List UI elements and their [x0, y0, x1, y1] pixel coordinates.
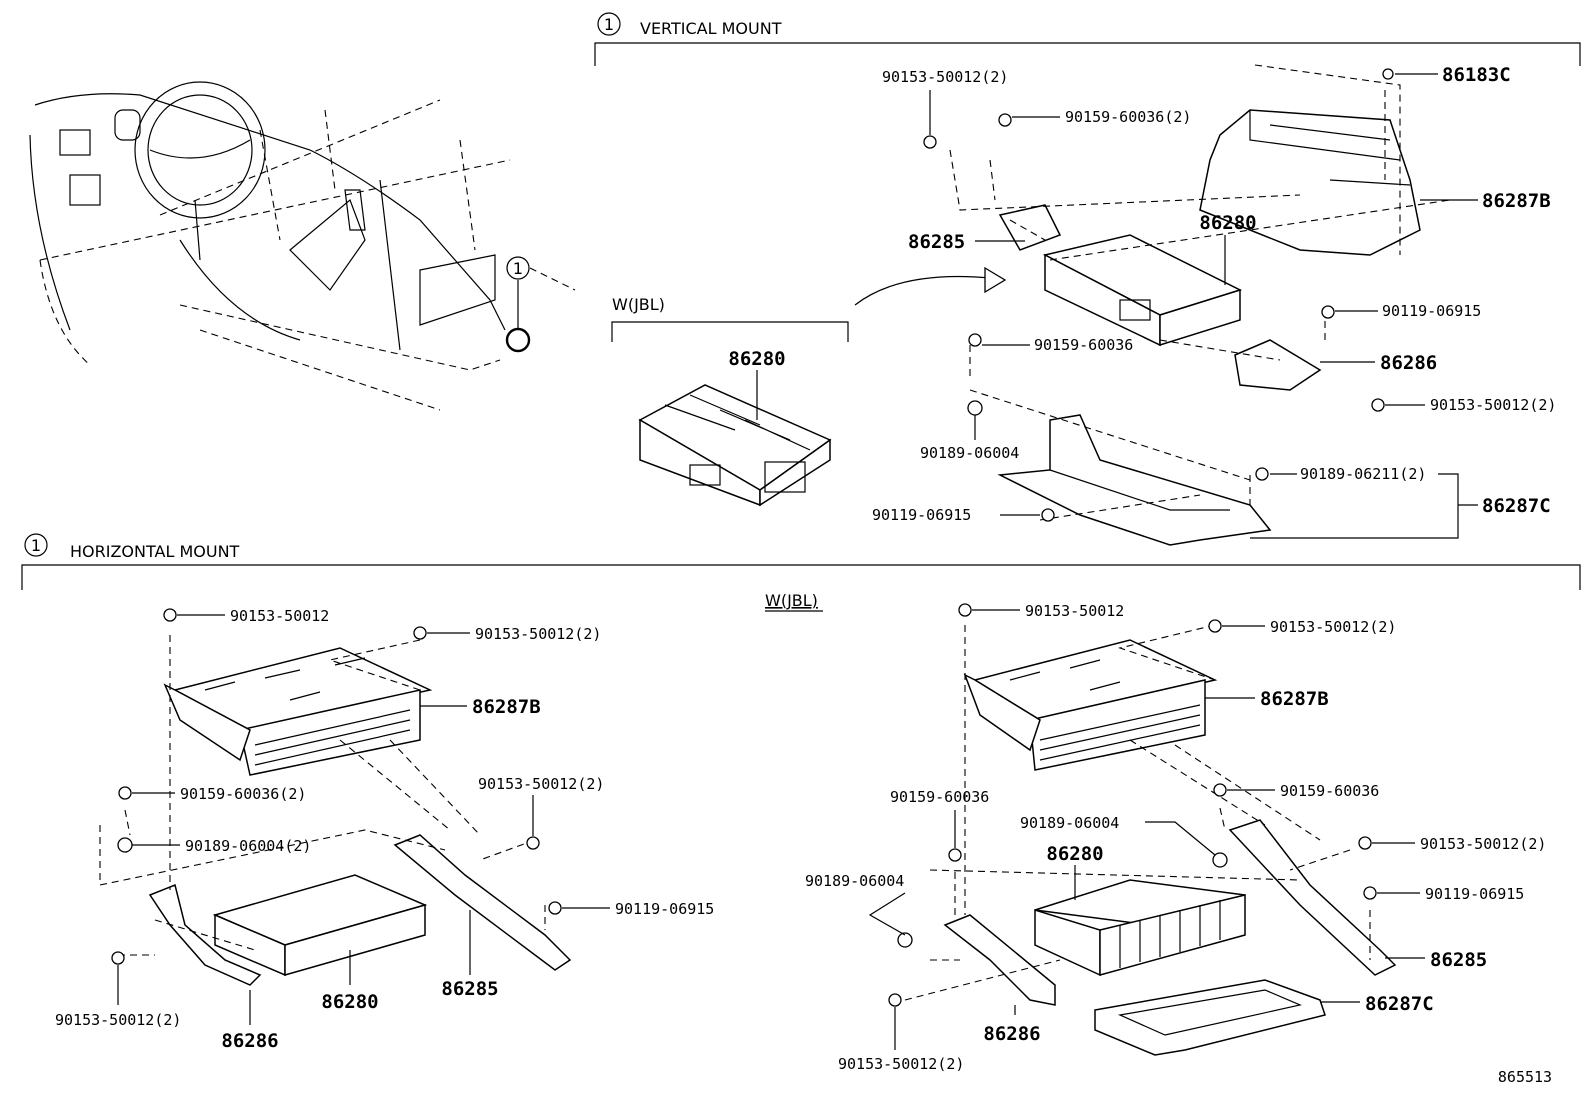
callout-number: 1 [513, 259, 523, 278]
label-v-nut-90189-06004: 90189-06004 [920, 444, 1019, 462]
label-v-bolt-90119-06915: 90119-06915 [1382, 302, 1481, 320]
label-hr-nut-90189-06004: 90189-06004 [1020, 814, 1119, 832]
label-hr-bracket-86285: 86285 [1430, 949, 1487, 971]
horizontal-left-assembly [99, 608, 572, 986]
label-hl-cover-86287b: 86287B [472, 696, 541, 718]
label-hr-tray-86287c: 86287C [1365, 993, 1434, 1015]
label-hl-amp-86280: 86280 [321, 991, 378, 1013]
wjbl-box-vertical: W(JBL) [611, 295, 849, 342]
label-hl-bolt-90153-50012: 90153-50012 [230, 607, 329, 625]
label-hl-bolt-90153-50012-2b: 90153-50012(2) [478, 775, 604, 793]
label-v-bolt-90153-50012-2: 90153-50012(2) [882, 68, 1008, 86]
vertical-mount-header: 1 VERTICAL MOUNT [594, 12, 1581, 66]
label-v-clip-86183c: 86183C [1442, 64, 1511, 86]
horizontal-left-labels: 90153-50012 90153-50012(2) 86287B 90159-… [55, 607, 714, 1052]
label-hr-bolt-90153-50012-2c: 90153-50012(2) [838, 1055, 964, 1073]
wjbl-horizontal-label: W(JBL) [765, 591, 818, 610]
label-hl-bracket-86286: 86286 [221, 1030, 278, 1052]
label-hr-bolt-90153-50012: 90153-50012 [1025, 602, 1124, 620]
label-v-bolt-90159-60036-2: 90159-60036(2) [1065, 108, 1191, 126]
horizontal-header-number: 1 [31, 536, 41, 555]
jbl-amplifier-vertical: 86280 [638, 348, 832, 507]
label-hr-bolt-90153-50012-2b: 90153-50012(2) [1420, 835, 1546, 853]
label-v-tray-86287c: 86287C [1482, 495, 1551, 517]
label-jbl-amp-vertical: 86280 [728, 348, 785, 370]
label-v-bolt-90119-06915b: 90119-06915 [872, 506, 971, 524]
label-hr-bolt-90159-60036b: 90159-60036 [890, 788, 989, 806]
label-hl-bolt-90153-50012-2: 90153-50012(2) [475, 625, 601, 643]
horizontal-mount-header: 1 HORIZONTAL MOUNT [21, 533, 1581, 590]
label-v-bracket-86286: 86286 [1380, 352, 1437, 374]
location-callout: 1 [505, 256, 576, 353]
vehicle-interior-locator [29, 81, 511, 411]
wjbl-vertical-label: W(JBL) [612, 295, 665, 314]
label-hr-cover-86287b: 86287B [1260, 688, 1329, 710]
label-hr-bolt-90153-50012-2: 90153-50012(2) [1270, 618, 1396, 636]
image-code: 865513 [1498, 1068, 1552, 1086]
horizontal-right-labels: 90153-50012 90153-50012(2) 86287B 90159-… [805, 602, 1546, 1073]
label-v-cover-86287b: 86287B [1482, 190, 1551, 212]
label-hr-bolt-90119-06915: 90119-06915 [1425, 885, 1524, 903]
label-hr-bolt-90159-60036: 90159-60036 [1280, 782, 1379, 800]
label-hl-nut-90189-06004-2: 90189-06004(2) [185, 837, 311, 855]
label-hl-bracket-86285: 86285 [441, 978, 498, 1000]
vertical-mount-assembly [923, 64, 1451, 546]
vertical-labels: 90153-50012(2) 90159-60036(2) 86183C 862… [872, 64, 1556, 539]
label-hl-bolt-90159-60036-2: 90159-60036(2) [180, 785, 306, 803]
label-hr-amp-86280: 86280 [1046, 843, 1103, 865]
vertical-header-number: 1 [604, 15, 614, 34]
label-hl-bolt-90153-50012-2c: 90153-50012(2) [55, 1011, 181, 1029]
vertical-header-title: VERTICAL MOUNT [640, 19, 782, 38]
label-v-nut-90189-06211-2: 90189-06211(2) [1300, 465, 1426, 483]
transition-arrow [854, 266, 1007, 306]
horizontal-header-title: HORIZONTAL MOUNT [70, 542, 240, 561]
label-v-amp-86280: 86280 [1199, 212, 1256, 234]
horizontal-right-assembly [888, 603, 1397, 1056]
label-hr-bracket-86286: 86286 [983, 1023, 1040, 1045]
label-v-bolt-90153-50012-2b: 90153-50012(2) [1430, 396, 1556, 414]
label-v-bolt-90159-60036: 90159-60036 [1034, 336, 1133, 354]
label-hl-bolt-90119-06915: 90119-06915 [615, 900, 714, 918]
label-hr-nut-90189-06004b: 90189-06004 [805, 872, 904, 890]
label-v-bracket-86285: 86285 [908, 231, 965, 253]
